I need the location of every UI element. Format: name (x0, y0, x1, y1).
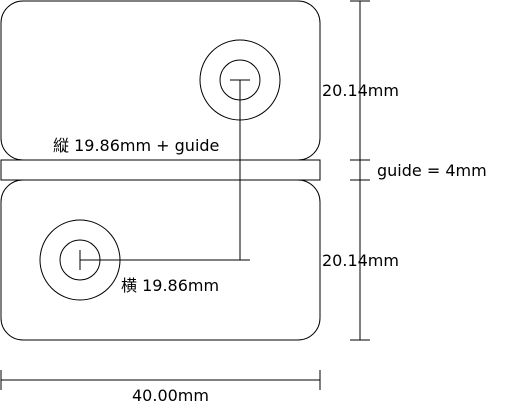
bottom-height-label: 20.14mm (322, 251, 399, 270)
guide-label: guide = 4mm (377, 161, 487, 180)
vertical-offset-label: 縦 19.86mm + guide (53, 136, 219, 155)
top-height-label: 20.14mm (322, 81, 399, 100)
guide-strip (0, 159, 321, 181)
horizontal-offset-label: 横 19.86mm (121, 276, 219, 295)
total-width-label: 40.00mm (132, 386, 209, 405)
